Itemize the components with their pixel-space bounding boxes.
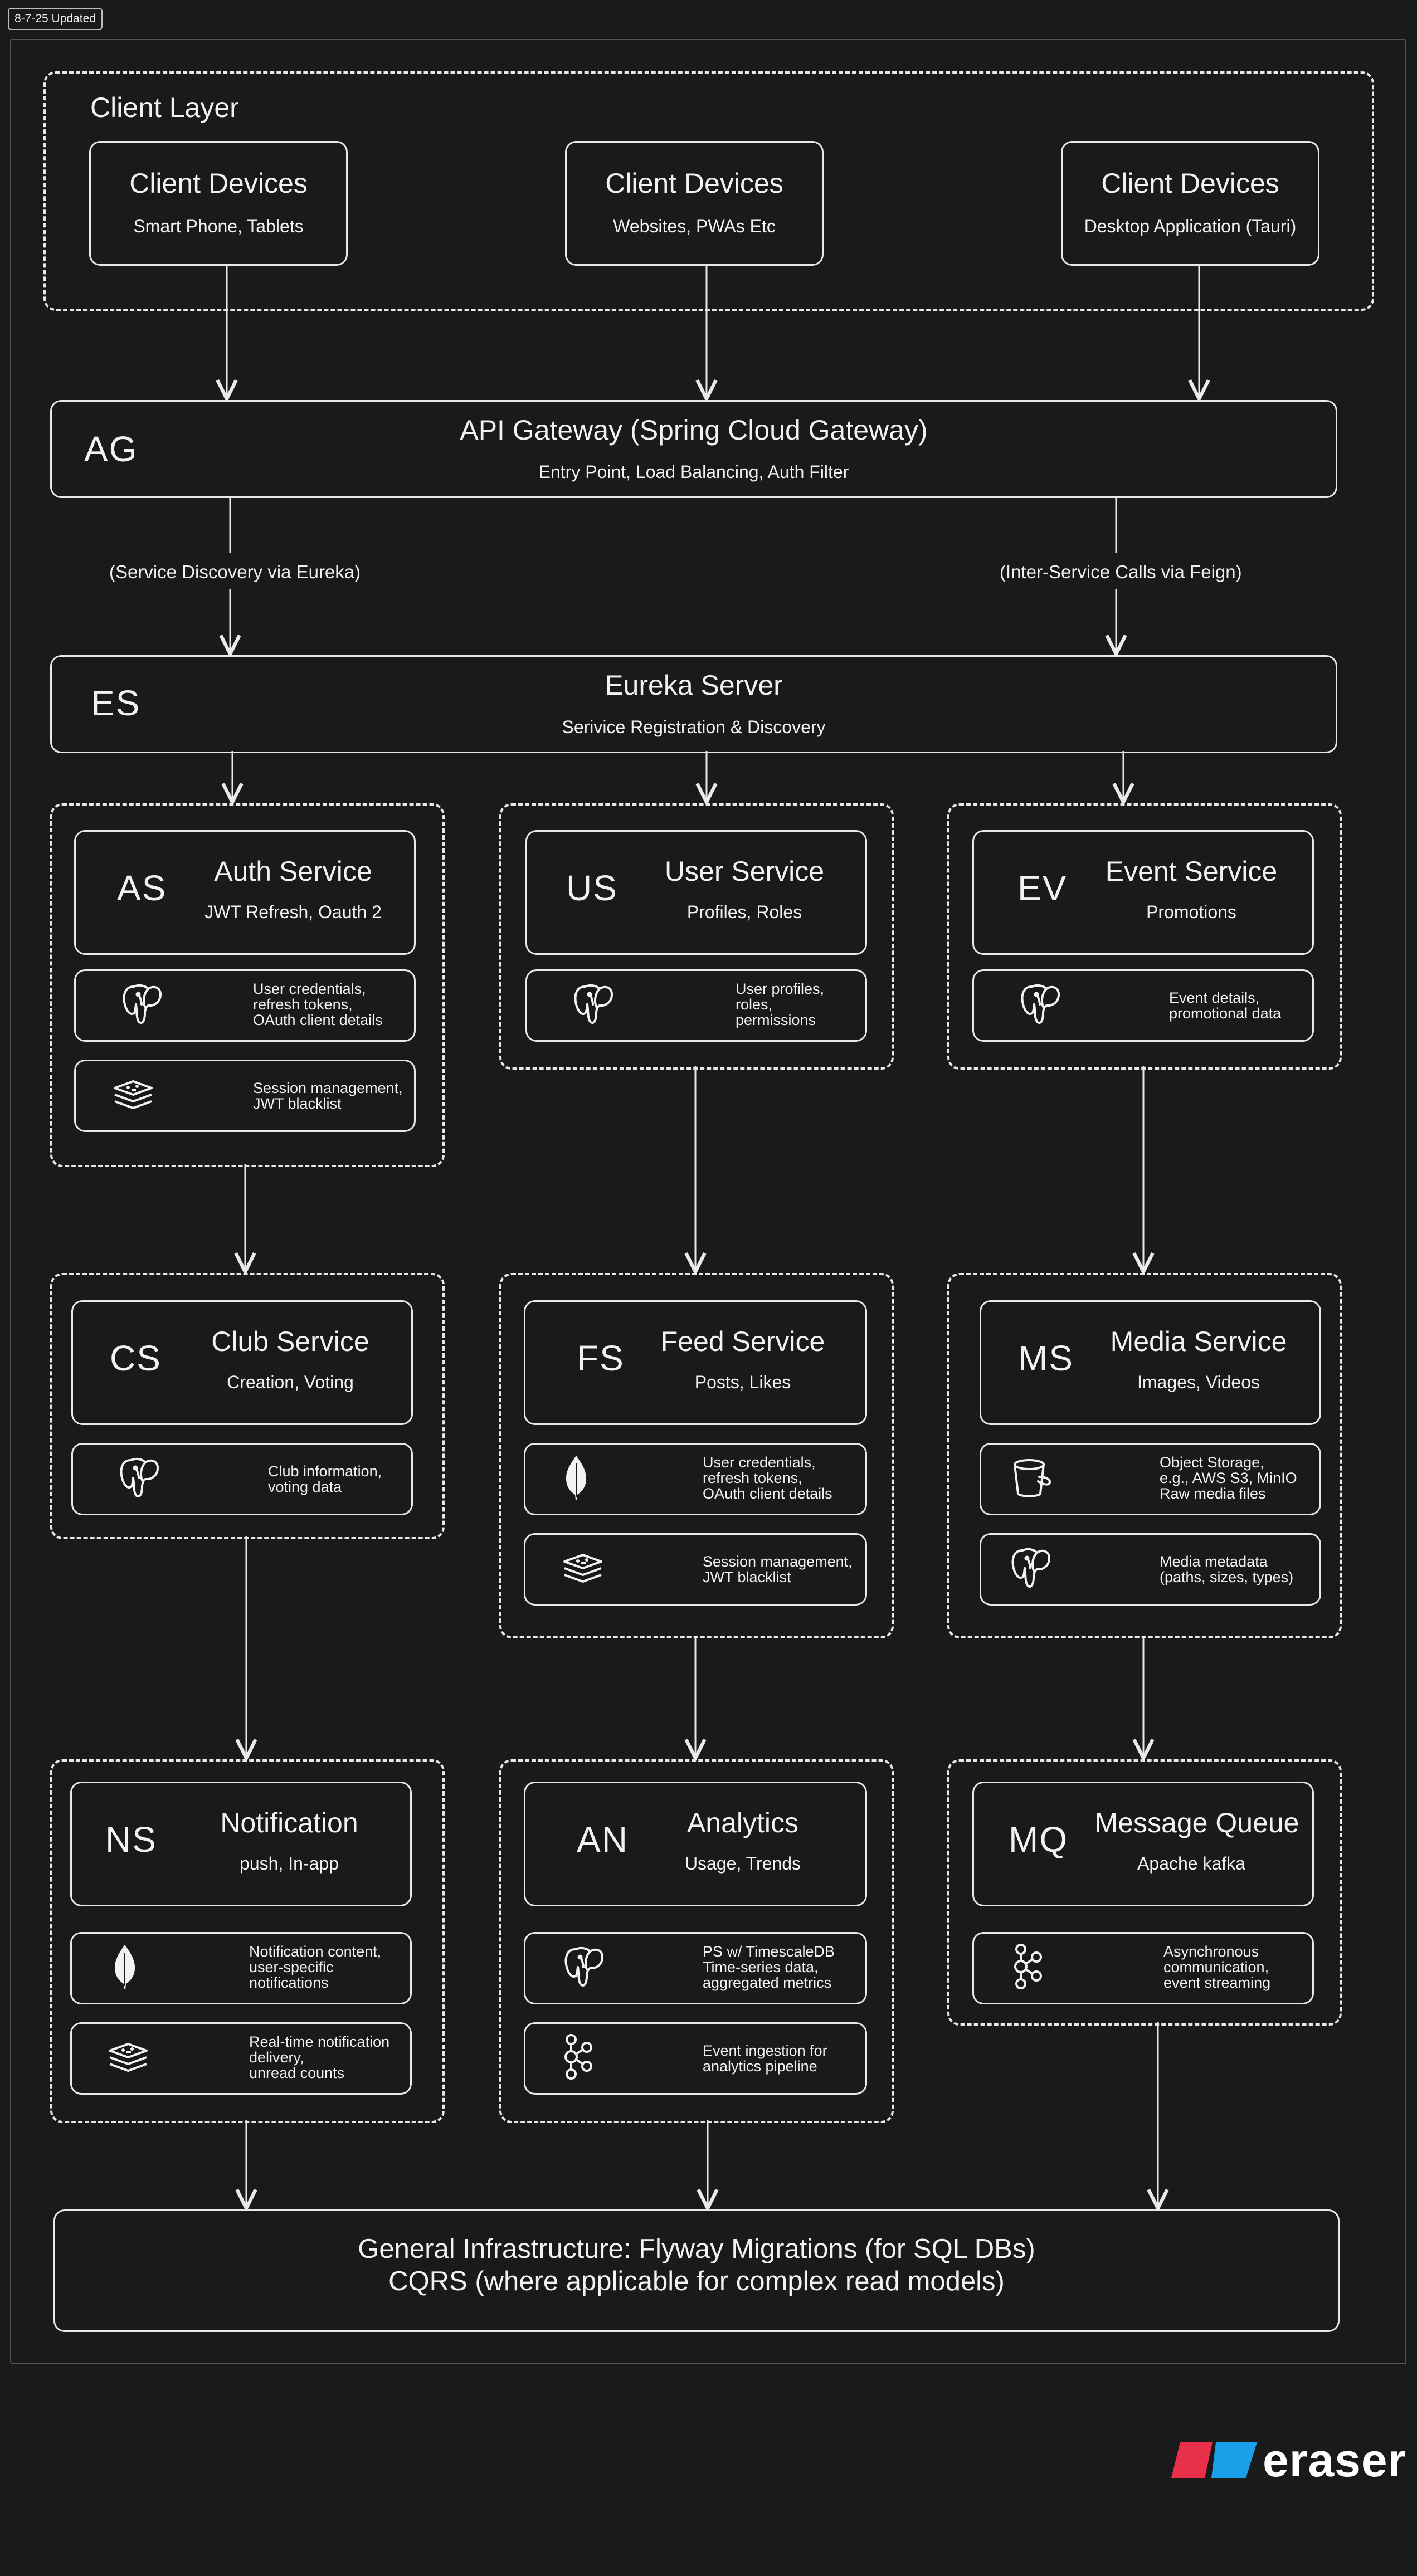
eureka-title: Eureka Server	[605, 670, 783, 701]
store-description: Club information, voting data	[268, 1463, 382, 1495]
user-abbr: US	[566, 868, 618, 908]
event-subtitle: Promotions	[1146, 902, 1236, 922]
notification-subtitle: push, In-app	[240, 1853, 339, 1874]
feed-abbr: FS	[577, 1338, 625, 1378]
eraser-logo[interactable]: eraser	[1169, 2434, 1409, 2486]
auth-title: Auth Service	[214, 856, 372, 887]
store-description: User credentials, refresh tokens, OAuth …	[253, 980, 383, 1028]
store-description: PS w/ TimescaleDB Time-series data, aggr…	[703, 1943, 835, 1991]
feed-service-box[interactable]: FS Feed Service Posts, Likes	[524, 1300, 867, 1425]
infrastructure-line-1: General Infrastructure: Flyway Migration…	[358, 2234, 1035, 2264]
eraser-wordmark: eraser	[1263, 2434, 1407, 2486]
user-title: User Service	[664, 856, 825, 887]
store-description: User profiles, roles, permissions	[736, 980, 825, 1028]
user-subtitle: Profiles, Roles	[686, 902, 802, 922]
queue-abbr: MQ	[1009, 1819, 1069, 1860]
feed-subtitle: Posts, Likes	[694, 1372, 791, 1392]
client-devices-title: Client Devices	[605, 168, 783, 199]
notification-title: Notification	[220, 1807, 358, 1838]
auth-subtitle: JWT Refresh, Oauth 2	[204, 902, 382, 922]
client-devices-title: Client Devices	[129, 168, 308, 199]
eureka-abbr: ES	[91, 683, 141, 723]
club-subtitle: Creation, Voting	[227, 1372, 354, 1392]
media-title: Media Service	[1110, 1326, 1287, 1357]
auth-service-group	[50, 803, 445, 1167]
notification-redis-store[interactable]: Real-time notification delivery, unread …	[70, 2022, 412, 2095]
client-devices-subtitle: Smart Phone, Tablets	[133, 216, 304, 236]
auth-service-box[interactable]: AS Auth Service JWT Refresh, Oauth 2	[74, 830, 416, 955]
notification-mongodb-store[interactable]: Notification content, user-specific noti…	[70, 1932, 412, 2004]
store-description: User credentials, refresh tokens, OAuth …	[703, 1454, 832, 1502]
event-service-box[interactable]: EV Event Service Promotions	[972, 830, 1314, 955]
store-description: Event ingestion for analytics pipeline	[703, 2042, 827, 2075]
queue-subtitle: Apache kafka	[1137, 1853, 1245, 1874]
message-queue-box[interactable]: MQ Message Queue Apache kafka	[972, 1782, 1314, 1906]
diagram-frame	[10, 39, 1406, 2364]
gateway-subtitle: Entry Point, Load Balancing, Auth Filter	[538, 462, 849, 482]
api-gateway-box[interactable]: AG API Gateway (Spring Cloud Gateway) En…	[50, 400, 1337, 498]
feed-redis-store[interactable]: Session management, JWT blacklist	[524, 1533, 867, 1606]
club-title: Club Service	[211, 1326, 369, 1357]
store-description: Media metadata (paths, sizes, types)	[1160, 1553, 1294, 1585]
client-devices-subtitle: Desktop Application (Tauri)	[1084, 216, 1297, 236]
store-description: Object Storage, e.g., AWS S3, MinIO Raw …	[1160, 1454, 1297, 1502]
notification-service-box[interactable]: NS Notification push, In-app	[70, 1782, 412, 1906]
user-service-box[interactable]: US User Service Profiles, Roles	[525, 830, 867, 955]
club-service-box[interactable]: CS Club Service Creation, Voting	[71, 1300, 413, 1425]
club-abbr: CS	[110, 1338, 162, 1378]
analytics-abbr: AN	[577, 1819, 629, 1860]
client-devices-mobile[interactable]: Client Devices Smart Phone, Tablets	[89, 141, 348, 266]
store-description: Session management, JWT blacklist	[253, 1080, 403, 1112]
eraser-logo-icon	[1171, 2442, 1257, 2478]
store-description: Session management, JWT blacklist	[703, 1553, 853, 1585]
auth-postgres-store[interactable]: User credentials, refresh tokens, OAuth …	[74, 969, 416, 1042]
updated-tag: 8-7-25 Updated	[8, 8, 103, 30]
edge-label-inter-service: (Inter-Service Calls via Feign)	[1000, 562, 1242, 582]
media-service-box[interactable]: MS Media Service Images, Videos	[980, 1300, 1321, 1425]
gateway-abbr: AG	[84, 429, 138, 469]
media-postgres-store[interactable]: Media metadata (paths, sizes, types)	[980, 1533, 1321, 1606]
analytics-subtitle: Usage, Trends	[684, 1853, 801, 1874]
media-object-storage-store[interactable]: Object Storage, e.g., AWS S3, MinIO Raw …	[980, 1443, 1321, 1515]
auth-redis-store[interactable]: Session management, JWT blacklist	[74, 1060, 416, 1132]
user-postgres-store[interactable]: User profiles, roles, permissions	[525, 969, 867, 1042]
media-subtitle: Images, Videos	[1137, 1372, 1260, 1392]
queue-kafka-store[interactable]: Asynchronous communication, event stream…	[972, 1932, 1314, 2004]
infrastructure-line-2: CQRS (where applicable for complex read …	[388, 2266, 1005, 2296]
client-devices-web[interactable]: Client Devices Websites, PWAs Etc	[565, 141, 824, 266]
store-description: Notification content, user-specific noti…	[249, 1943, 382, 1991]
queue-title: Message Queue	[1094, 1807, 1299, 1838]
analytics-timescale-store[interactable]: PS w/ TimescaleDB Time-series data, aggr…	[524, 1932, 867, 2004]
event-postgres-store[interactable]: Event details, promotional data	[972, 969, 1314, 1042]
general-infrastructure-box[interactable]: General Infrastructure: Flyway Migration…	[53, 2209, 1340, 2332]
store-description: Asynchronous communication, event stream…	[1163, 1943, 1271, 1991]
analytics-service-box[interactable]: AN Analytics Usage, Trends	[524, 1782, 867, 1906]
store-description: Event details, promotional data	[1169, 989, 1282, 1022]
client-devices-subtitle: Websites, PWAs Etc	[613, 216, 776, 236]
club-postgres-store[interactable]: Club information, voting data	[71, 1443, 413, 1515]
notification-abbr: NS	[105, 1819, 157, 1860]
analytics-title: Analytics	[686, 1807, 799, 1838]
eureka-subtitle: Serivice Registration & Discovery	[562, 717, 826, 737]
media-abbr: MS	[1018, 1338, 1074, 1378]
event-service-group	[947, 803, 1342, 1070]
auth-abbr: AS	[117, 868, 167, 908]
feed-title: Feed Service	[660, 1326, 825, 1357]
event-abbr: EV	[1017, 868, 1068, 908]
feed-mongodb-store[interactable]: User credentials, refresh tokens, OAuth …	[524, 1443, 867, 1515]
event-title: Event Service	[1105, 856, 1278, 887]
client-layer-group	[43, 71, 1374, 311]
analytics-kafka-store[interactable]: Event ingestion for analytics pipeline	[524, 2022, 867, 2095]
eureka-server-box[interactable]: ES Eureka Server Serivice Registration &…	[50, 655, 1337, 753]
client-devices-desktop[interactable]: Client Devices Desktop Application (Taur…	[1061, 141, 1319, 266]
gateway-title: API Gateway (Spring Cloud Gateway)	[460, 414, 928, 446]
client-layer-label: Client Layer	[90, 92, 239, 123]
store-description: Real-time notification delivery, unread …	[249, 2033, 390, 2081]
edge-label-service-discovery: (Service Discovery via Eureka)	[109, 562, 361, 582]
client-devices-title: Client Devices	[1101, 168, 1279, 199]
